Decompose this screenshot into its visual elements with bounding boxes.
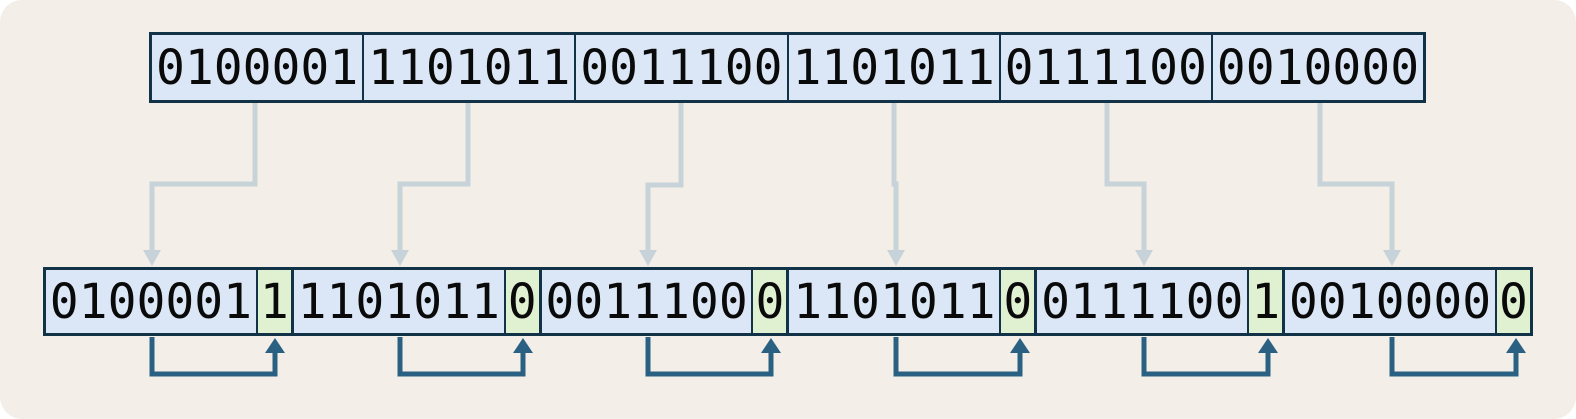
top-bit-group-4: 1101011 bbox=[786, 35, 999, 100]
parity-bit: 1 bbox=[1247, 270, 1283, 333]
down-elbow-arrow-5 bbox=[1104, 103, 1147, 251]
parity-arrow-2 bbox=[397, 337, 526, 377]
down-elbow-arrow-3 bbox=[645, 103, 684, 251]
parity-arrow-5 bbox=[1141, 337, 1271, 377]
parity-arrow-4 bbox=[893, 337, 1023, 377]
data-bits: 1101011 bbox=[789, 270, 1000, 333]
parity-arrow-6 bbox=[1389, 337, 1519, 377]
data-bits: 1101011 bbox=[293, 270, 504, 333]
encoded-group-4: 1101011 0 bbox=[786, 270, 1035, 333]
parity-arrowheads bbox=[265, 338, 1526, 353]
source-bit-row: 0100001 1101011 0011100 1101011 0111100 … bbox=[149, 32, 1426, 103]
parity-bit: 0 bbox=[503, 270, 539, 333]
down-elbow-arrow-6 bbox=[1317, 103, 1395, 251]
down-arrowhead-icon bbox=[143, 250, 161, 266]
encoded-group-5: 0111100 1 bbox=[1034, 270, 1283, 333]
down-arrowhead-icon bbox=[639, 250, 657, 266]
down-arrowhead-icon bbox=[1135, 250, 1153, 266]
down-elbow-arrow-1 bbox=[149, 103, 258, 251]
data-bits: 0100001 bbox=[46, 270, 256, 333]
up-arrowhead-icon bbox=[1258, 338, 1278, 353]
up-arrowhead-icon bbox=[1506, 338, 1526, 353]
group-mapping-arrows bbox=[149, 103, 1395, 251]
top-bit-group-5: 0111100 bbox=[998, 35, 1211, 100]
top-bit-group-2: 1101011 bbox=[362, 35, 575, 100]
group-mapping-arrowheads bbox=[143, 250, 1401, 266]
parity-arrow-3 bbox=[645, 337, 774, 377]
encoded-bit-row: 0100001 1 1101011 0 0011100 0 1101011 0 … bbox=[43, 267, 1533, 336]
up-arrowhead-icon bbox=[761, 338, 781, 353]
parity-bit: 1 bbox=[255, 270, 291, 333]
parity-arrow-1 bbox=[149, 337, 278, 377]
up-arrowhead-icon bbox=[265, 338, 285, 353]
encoded-group-3: 0011100 0 bbox=[538, 270, 787, 333]
data-bits: 0010000 bbox=[1285, 270, 1495, 333]
encoded-group-1: 0100001 1 bbox=[46, 270, 291, 333]
down-arrowhead-icon bbox=[887, 250, 905, 266]
top-bit-group-6: 0010000 bbox=[1210, 35, 1424, 100]
up-arrowhead-icon bbox=[513, 338, 533, 353]
parity-bit: 0 bbox=[1494, 270, 1530, 333]
down-elbow-arrow-4 bbox=[891, 103, 899, 251]
parity-bit: 0 bbox=[751, 270, 787, 333]
down-arrowhead-icon bbox=[1383, 250, 1401, 266]
encoded-group-2: 1101011 0 bbox=[290, 270, 539, 333]
parity-bit: 0 bbox=[999, 270, 1035, 333]
data-bits: 0011100 bbox=[541, 270, 752, 333]
down-elbow-arrow-2 bbox=[397, 103, 471, 251]
down-arrowhead-icon bbox=[391, 250, 409, 266]
top-bit-group-1: 0100001 bbox=[152, 35, 363, 100]
top-bit-group-3: 0011100 bbox=[574, 35, 787, 100]
encoded-group-6: 0010000 0 bbox=[1282, 270, 1530, 333]
data-bits: 0111100 bbox=[1037, 270, 1248, 333]
parity-feedback-arrows bbox=[149, 337, 1519, 377]
up-arrowhead-icon bbox=[1010, 338, 1030, 353]
